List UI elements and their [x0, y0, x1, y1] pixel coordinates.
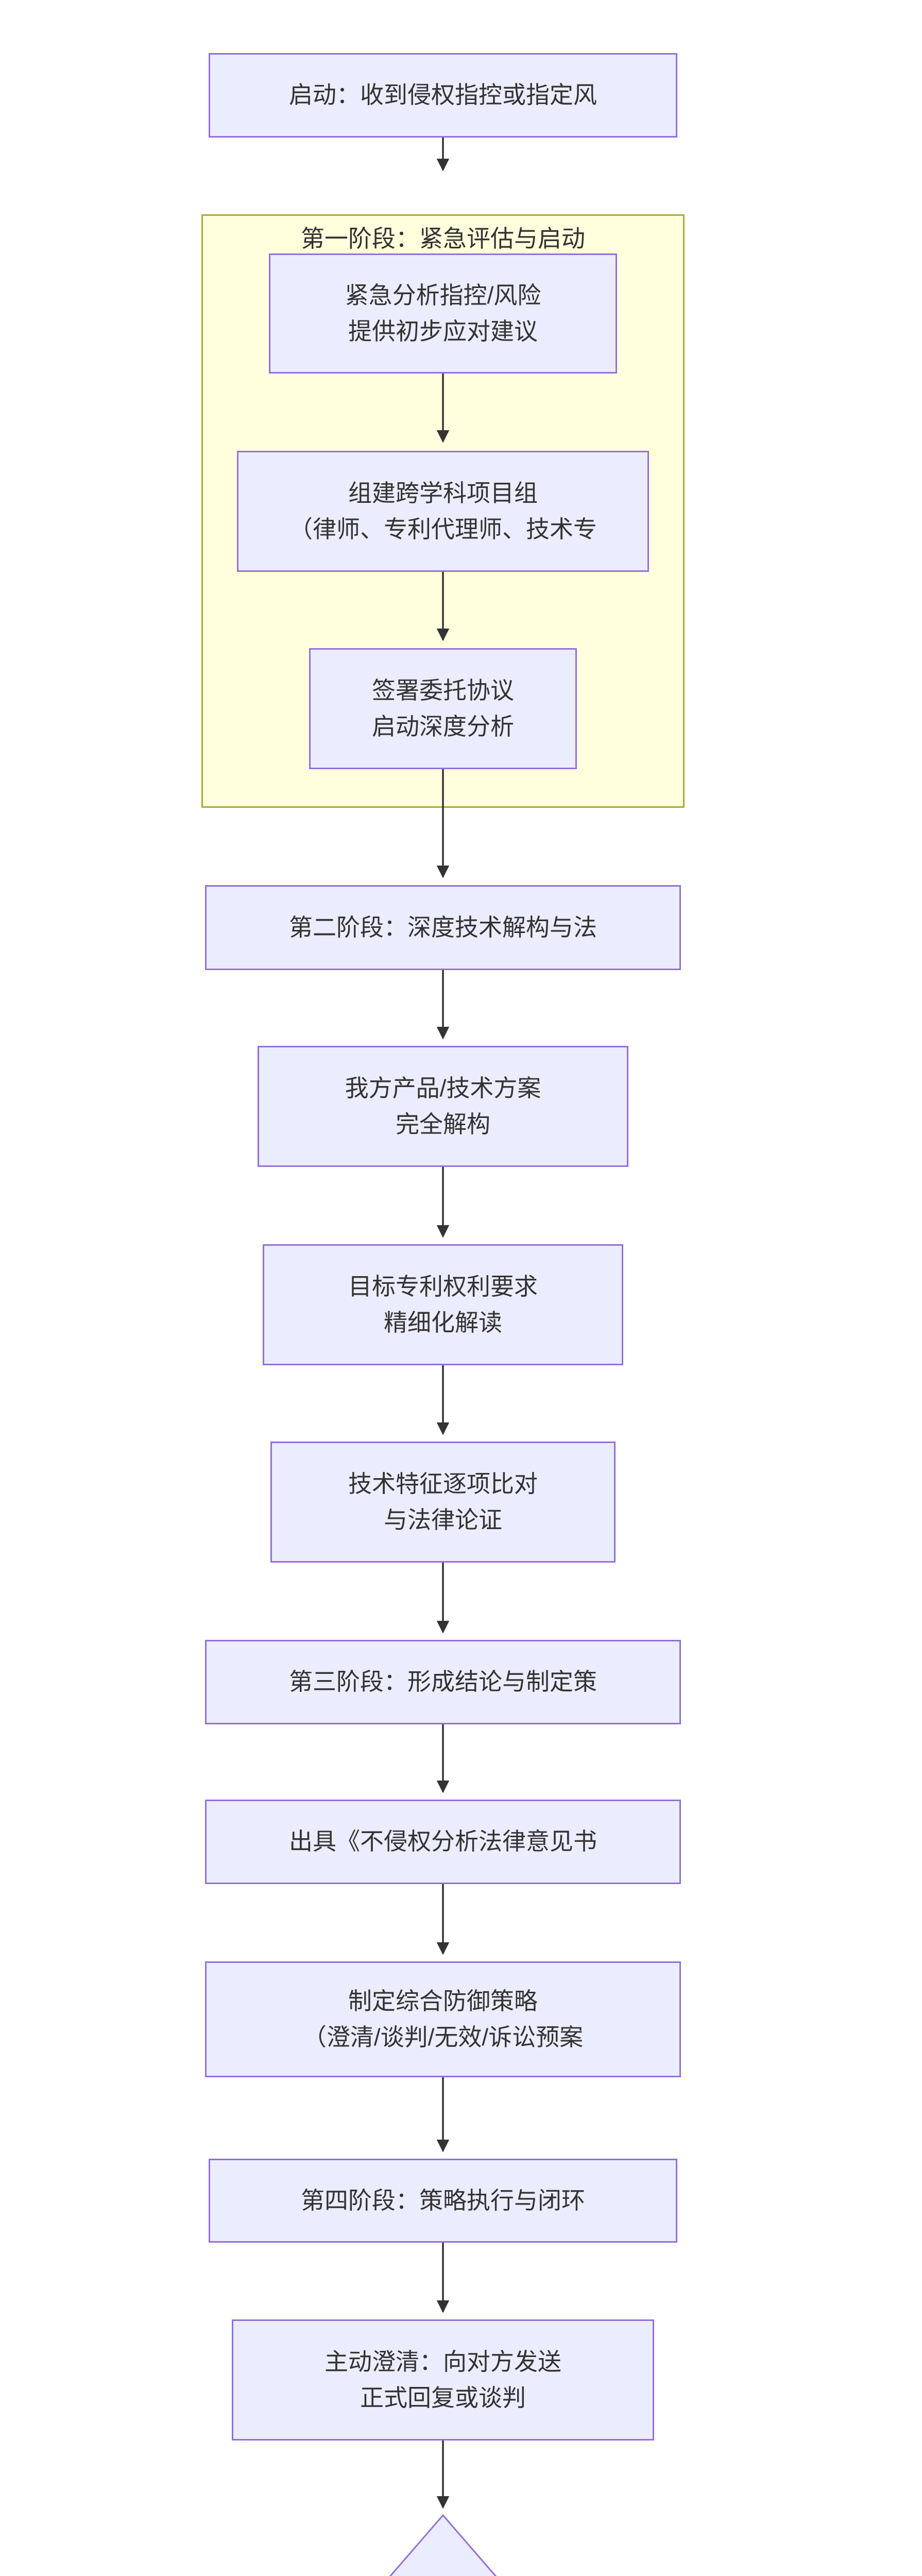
node-build-team-line1: 组建跨学科项目组	[348, 479, 538, 506]
node-phase3: 第三阶段：形成结论与制定策	[205, 1640, 681, 1724]
node-our-product-line1: 我方产品/技术方案	[345, 1074, 541, 1101]
node-defense-strategy-line1: 制定综合防御策略	[348, 1987, 538, 2014]
node-our-product-deconstruct: 我方产品/技术方案 完全解构	[258, 1046, 628, 1167]
node-build-team: 组建跨学科项目组 （律师、专利代理师、技术专	[237, 451, 649, 572]
node-feature-comparison-line2: 与法律论证	[384, 1506, 502, 1533]
node-claims-interpretation: 目标专利权利要求 精细化解读	[263, 1244, 623, 1365]
node-legal-opinion: 出具《不侵权分析法律意见书	[205, 1800, 681, 1884]
node-build-team-line2: （律师、专利代理师、技术专	[289, 515, 597, 543]
node-start: 启动：收到侵权指控或指定风	[209, 53, 677, 138]
node-sign-agreement-line1: 签署委托协议	[372, 676, 514, 704]
node-phase3-text: 第三阶段：形成结论与制定策	[289, 1668, 597, 1696]
node-defense-strategy-line2: （澄清/谈判/无效/诉讼预案	[302, 2023, 584, 2050]
node-urgent-analysis-line2: 提供初步应对建议	[348, 317, 538, 345]
node-claims-line1: 目标专利权利要求	[348, 1273, 538, 1300]
node-proactive-clarify-line2: 正式回复或谈判	[360, 2384, 526, 2411]
node-our-product-line2: 完全解构	[396, 1110, 490, 1138]
node-claims-line2: 精细化解读	[384, 1309, 502, 1336]
node-phase4-text: 第四阶段：策略执行与闭环	[301, 2187, 585, 2214]
node-start-text: 启动：收到侵权指控或指定风	[289, 81, 597, 109]
decision-diamond-shape	[389, 2514, 497, 2576]
node-sign-agreement: 签署委托协议 启动深度分析	[309, 648, 577, 769]
subgraph-phase1-title: 第一阶段：紧急评估与启动	[301, 225, 585, 252]
node-proactive-clarify-line1: 主动澄清：向对方发送	[325, 2348, 561, 2375]
node-urgent-analysis-line1: 紧急分析指控/风险	[345, 281, 541, 309]
node-urgent-analysis: 紧急分析指控/风险 提供初步应对建议	[269, 253, 617, 374]
node-feature-comparison-line1: 技术特征逐项比对	[348, 1470, 538, 1497]
node-phase2: 第二阶段：深度技术解构与法	[205, 885, 681, 970]
node-legal-opinion-text: 出具《不侵权分析法律意见书	[289, 1828, 597, 1855]
node-sign-agreement-line2: 启动深度分析	[372, 713, 514, 740]
node-phase2-text: 第二阶段：深度技术解构与法	[289, 913, 597, 941]
node-phase4: 第四阶段：策略执行与闭环	[209, 2159, 677, 2243]
node-proactive-clarify: 主动澄清：向对方发送 正式回复或谈判	[232, 2319, 654, 2441]
node-feature-comparison: 技术特征逐项比对 与法律论证	[270, 1442, 616, 1563]
node-defense-strategy: 制定综合防御策略 （澄清/谈判/无效/诉讼预案	[205, 1961, 681, 2077]
